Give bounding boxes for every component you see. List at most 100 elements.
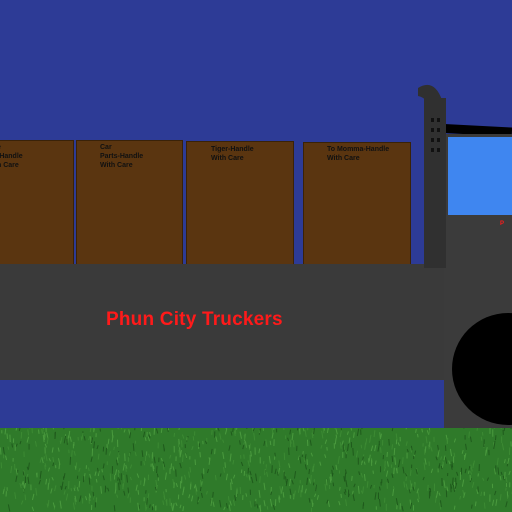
grass-blade [416, 433, 419, 438]
grass-blade [348, 437, 351, 443]
grass-blade [480, 436, 483, 441]
grass-blade [330, 473, 332, 481]
grass-blade [413, 482, 416, 491]
grass-blade [182, 506, 185, 512]
grass-blade [497, 467, 500, 475]
grass-blade [394, 457, 397, 465]
grass-blade [31, 493, 35, 501]
grass-blade [85, 496, 88, 501]
grass-blade [266, 471, 269, 477]
grass-blade [501, 443, 505, 451]
grass-blade [500, 471, 503, 476]
grass-blade [143, 460, 146, 466]
grass-blade [234, 495, 237, 501]
grass-blade [412, 486, 415, 491]
grass-blade [287, 437, 289, 442]
grass-blade [184, 453, 188, 459]
grass-blade [250, 476, 254, 484]
grass-blade [380, 433, 382, 438]
grass-blade [88, 493, 92, 498]
grass-blade [405, 473, 408, 477]
grass-blade [422, 476, 425, 481]
grass-blade [293, 490, 296, 498]
grass-blade [50, 488, 53, 494]
grass-blade [495, 499, 498, 506]
grass-blade [385, 470, 389, 477]
grass-blade [319, 461, 322, 466]
grass-blade [428, 430, 431, 435]
grass-blade [325, 479, 328, 486]
grass-blade [292, 440, 295, 448]
grass-blade [102, 475, 105, 481]
grass-blade [410, 445, 413, 451]
grass-blade [342, 443, 345, 452]
grass-blade [44, 464, 46, 470]
grass-blade [175, 482, 178, 488]
grass-blade [229, 500, 232, 506]
grass-blade [93, 441, 96, 449]
grass-blade [197, 496, 199, 505]
grass-blade [6, 433, 8, 439]
grass-blade [345, 469, 347, 474]
grass-blade [108, 451, 111, 456]
grass-blade [72, 502, 76, 510]
grass-blade [219, 499, 222, 508]
grass-blade [263, 482, 266, 491]
crate-label: Tiger-Handle With Care [211, 146, 254, 162]
grass-blade [120, 423, 123, 430]
grass-blade [444, 456, 448, 464]
grass-blade [179, 504, 182, 509]
grass-blade [308, 478, 311, 484]
grass-blade [132, 443, 135, 451]
grass-blade [63, 473, 66, 479]
grass-blade [74, 485, 76, 489]
grass-blade [468, 465, 471, 471]
cab-window: P [448, 137, 512, 227]
grass-blade [321, 430, 324, 439]
grass-blade [405, 473, 408, 481]
grass-blade [279, 486, 282, 495]
grass-blade [162, 461, 166, 467]
grass-blade [401, 505, 404, 512]
grass-blade [201, 473, 204, 479]
grass-blade [494, 490, 497, 496]
grass-blade [88, 435, 91, 441]
grass-blade [52, 456, 55, 463]
grass-blade [499, 494, 502, 501]
grass-blade [351, 490, 354, 495]
grass-blade [212, 491, 214, 498]
grass-blade [244, 441, 247, 448]
grass-blade [289, 488, 292, 496]
grass-blade [449, 448, 453, 457]
grass-blade [88, 477, 91, 485]
grass-blade [180, 440, 183, 448]
grass-blade [182, 488, 185, 496]
grass-blade [83, 435, 86, 441]
grass-blade [393, 447, 396, 456]
grass-blade [116, 457, 119, 463]
grass-blade [2, 446, 5, 455]
grass-blade [296, 422, 300, 431]
grass-blade [409, 480, 412, 488]
grass-blade [105, 447, 108, 455]
grass-blade [356, 428, 360, 437]
grass-blade [7, 504, 11, 512]
grass-blade [224, 462, 226, 468]
grass-blade [469, 436, 472, 443]
grass-blade [450, 464, 453, 470]
grass-blade [391, 455, 394, 462]
grass-blade [148, 453, 151, 458]
grass-blade [123, 429, 126, 433]
grass-blade [258, 448, 261, 454]
grass-blade [249, 500, 252, 508]
grass-blade [417, 491, 420, 500]
grass-blade [282, 425, 285, 431]
grass-blade [227, 496, 230, 501]
grass-blade [90, 456, 93, 463]
grass-blade [243, 440, 246, 445]
grass-blade [122, 483, 125, 490]
grass-blade [438, 463, 441, 468]
grass-blade [345, 499, 348, 507]
grass-blade [333, 424, 336, 429]
grass-blade [90, 436, 92, 445]
